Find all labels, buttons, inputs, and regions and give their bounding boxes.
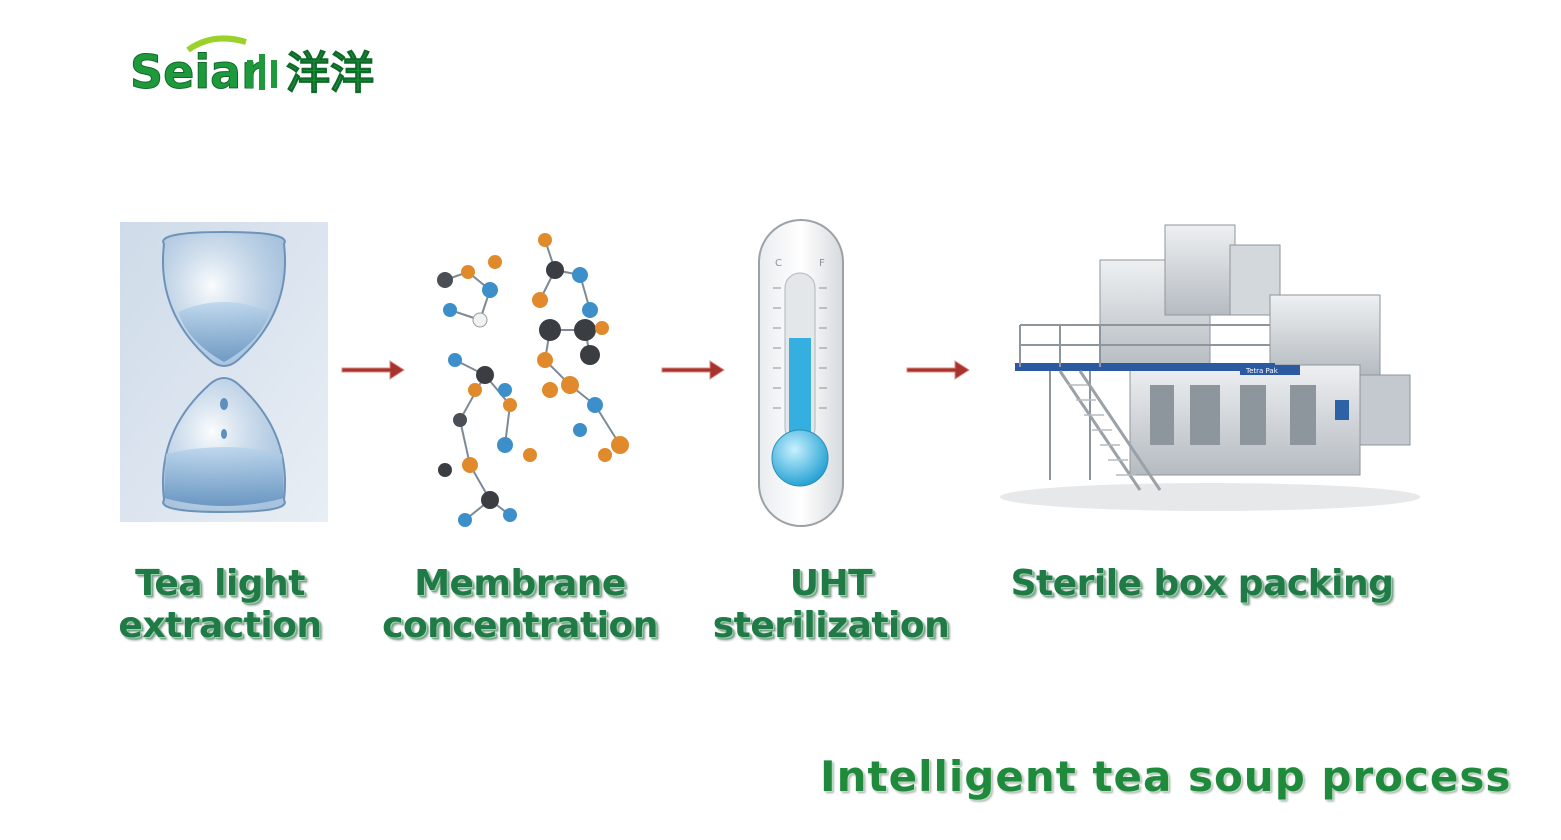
arrow-right-icon: [660, 357, 726, 387]
arrow-right-icon: [340, 357, 406, 387]
thermometer-image: C F: [755, 218, 847, 534]
molecules-image: [430, 230, 640, 530]
step-label-line: Membrane: [370, 563, 670, 605]
machine-badge-text: Tetra Pak: [1245, 367, 1279, 375]
logo-latin-text: Seiar: [130, 45, 264, 96]
step-label-uht: UHT sterilization: [700, 563, 962, 647]
step-label-line: Sterile box packing: [990, 563, 1414, 605]
step-label-line: concentration: [370, 605, 670, 647]
brand-logo: Seiar 洋洋: [128, 30, 398, 96]
thermometer-c-label: C: [775, 258, 782, 269]
step-label-line: sterilization: [700, 605, 962, 647]
step-label-membrane: Membrane concentration: [370, 563, 670, 647]
arrow-right-icon: [905, 357, 971, 387]
step-label-line: Tea light: [100, 563, 340, 605]
logo-cjk-text: 洋洋: [286, 48, 374, 96]
step-label-line: UHT: [700, 563, 962, 605]
thermometer-f-label: F: [819, 258, 825, 269]
process-caption: Intelligent tea soup process: [820, 752, 1520, 801]
step-label-packing: Sterile box packing: [990, 563, 1414, 605]
hourglass-image: [120, 222, 328, 522]
step-label-extraction: Tea light extraction: [100, 563, 340, 647]
step-label-line: extraction: [100, 605, 340, 647]
packing-machine-image: Tetra Pak: [1000, 205, 1440, 515]
